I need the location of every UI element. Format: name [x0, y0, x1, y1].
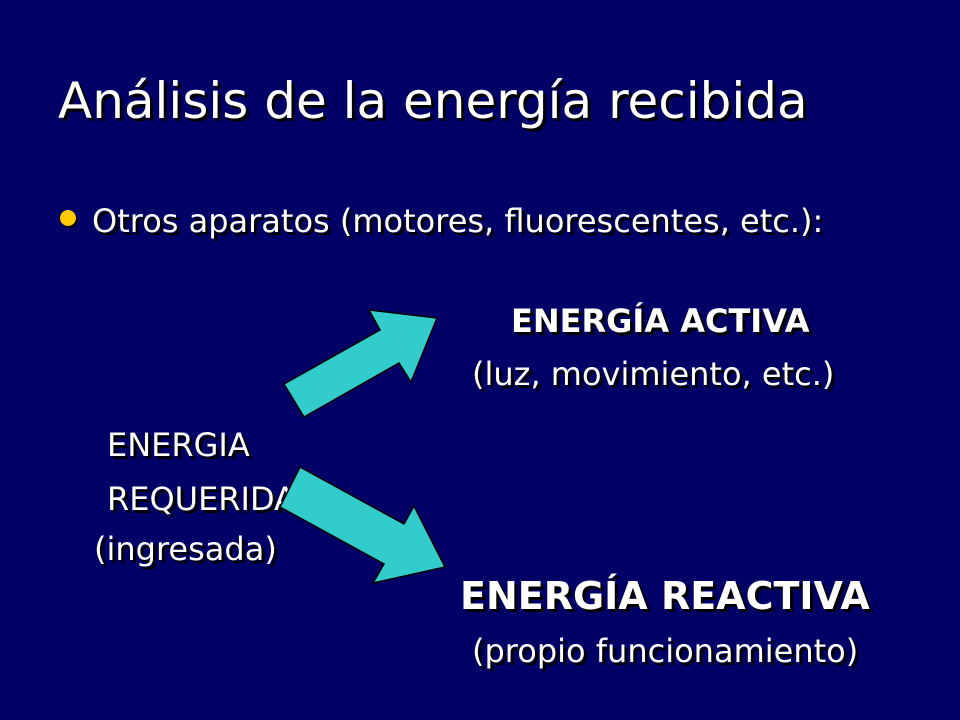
- active-energy-subtitle: (luz, movimiento, etc.): [472, 355, 835, 393]
- arrow-down-right-icon: [279, 465, 447, 585]
- slide-title: Análisis de la energía recibida: [58, 72, 808, 130]
- bullet-dot-icon: [60, 210, 76, 226]
- required-energy-line3: (ingresada): [94, 530, 277, 568]
- reactive-energy-subtitle: (propio funcionamiento): [472, 632, 859, 670]
- arrow-up-right-icon: [282, 309, 439, 419]
- required-energy-line2: REQUERIDA: [107, 480, 296, 518]
- active-energy-title: ENERGÍA ACTIVA: [511, 302, 810, 340]
- reactive-energy-title: ENERGÍA REACTIVA: [460, 574, 870, 618]
- bullet-text: Otros aparatos (motores, fluorescentes, …: [92, 202, 824, 240]
- bullet-item: Otros aparatos (motores, fluorescentes, …: [60, 202, 823, 240]
- required-energy-line1: ENERGIA: [107, 426, 250, 464]
